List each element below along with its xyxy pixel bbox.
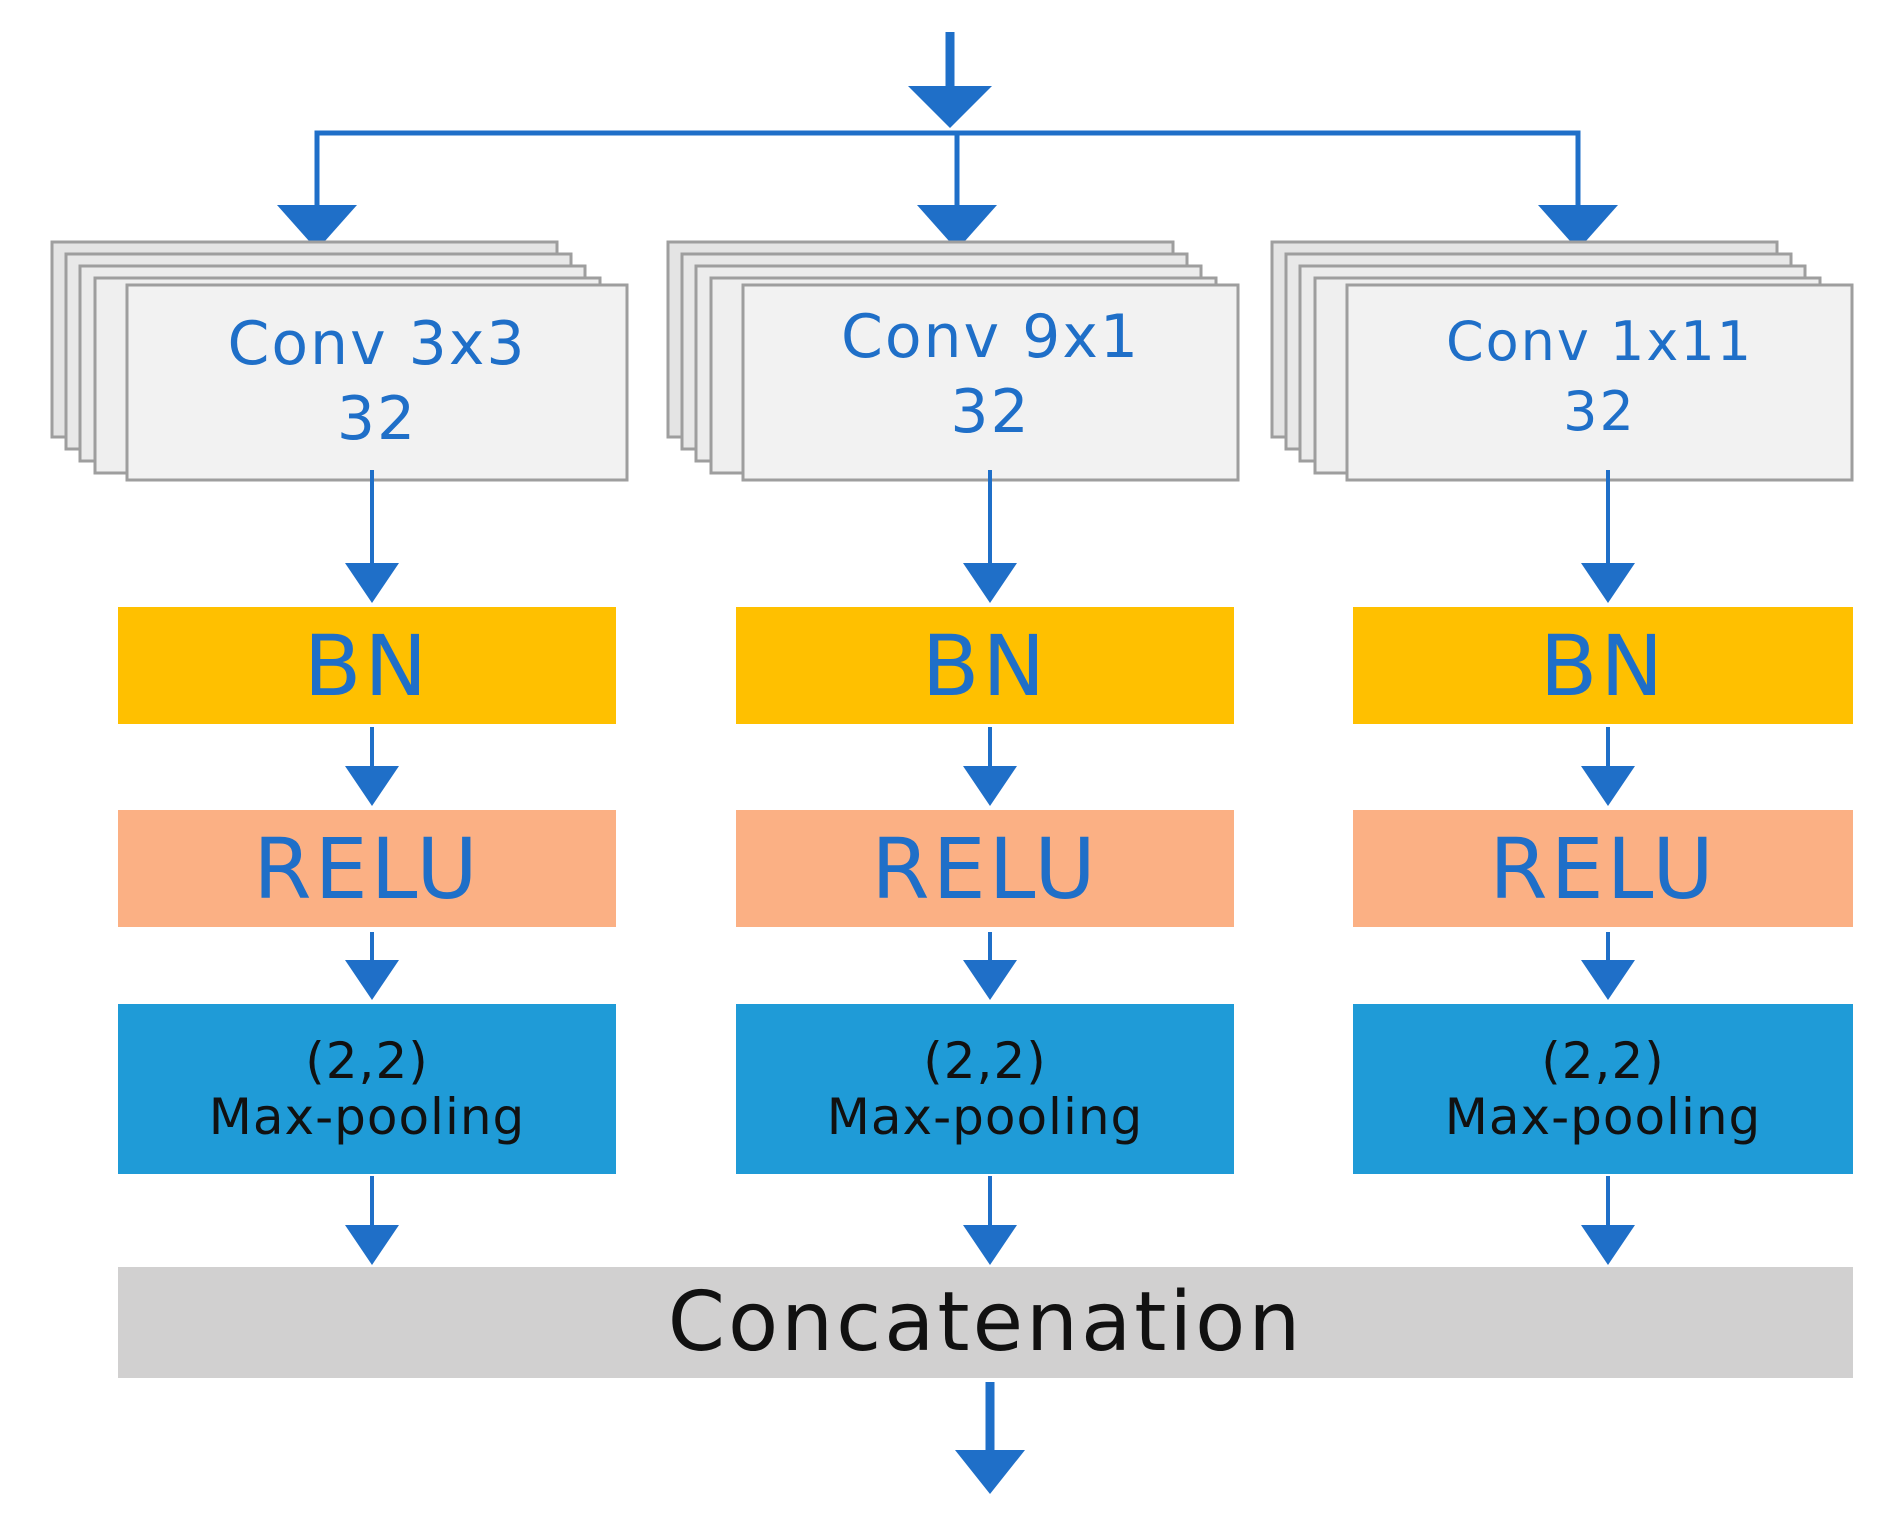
arrows-branch-3 <box>1581 470 1635 1265</box>
pool-type: Max-pooling <box>1444 1088 1762 1146</box>
conv-label-2: Conv 9x1 32 <box>743 290 1238 460</box>
bn-box-3 <box>1353 607 1853 724</box>
input-arrow <box>908 32 992 128</box>
conv-label-3: Conv 1x11 32 <box>1347 297 1852 457</box>
pool-box-1 <box>118 1004 616 1174</box>
bn-label-2: BN <box>921 616 1049 715</box>
branch-arrow-1 <box>277 205 357 250</box>
pool-type: Max-pooling <box>826 1088 1144 1146</box>
bn-box-2 <box>736 607 1234 724</box>
conv-stack-2 <box>666 240 1240 482</box>
relu-label-2: RELU <box>871 819 1099 918</box>
branch-arrow-3 <box>1538 205 1618 250</box>
conv-filters: 32 <box>950 377 1031 447</box>
relu-box-3 <box>1353 810 1853 927</box>
arrows-branch-1 <box>345 470 399 1265</box>
arrows-branch-2 <box>963 470 1017 1265</box>
conv-title: Conv 3x3 <box>227 309 527 379</box>
pool-box-3 <box>1353 1004 1853 1174</box>
conv-label-1: Conv 3x3 32 <box>127 297 627 467</box>
conv-stack-1 <box>50 240 629 482</box>
concat-label: Concatenation <box>667 1275 1304 1370</box>
bn-label-1: BN <box>303 616 431 715</box>
pool-size: (2,2) <box>1541 1032 1665 1090</box>
conv-title: Conv 9x1 <box>840 302 1141 372</box>
pool-box-2 <box>736 1004 1234 1174</box>
relu-label-1: RELU <box>253 819 481 918</box>
output-arrow <box>955 1382 1025 1494</box>
conv-filters: 32 <box>336 384 418 454</box>
bn-label-3: BN <box>1539 616 1667 715</box>
relu-box-1 <box>118 810 616 927</box>
pool-size: (2,2) <box>923 1032 1047 1090</box>
pool-label-2: (2,2) Max-pooling <box>736 1004 1234 1174</box>
conv-stack-3 <box>1270 240 1854 482</box>
relu-box-2 <box>736 810 1234 927</box>
pool-label-3: (2,2) Max-pooling <box>1353 1004 1853 1174</box>
pool-type: Max-pooling <box>208 1088 526 1146</box>
pool-size: (2,2) <box>305 1032 429 1090</box>
relu-label-3: RELU <box>1489 819 1717 918</box>
bn-box-1 <box>118 607 616 724</box>
concat-box <box>118 1267 1853 1378</box>
branch-arrow-2 <box>917 205 997 250</box>
pool-label-1: (2,2) Max-pooling <box>118 1004 616 1174</box>
conv-title: Conv 1x11 <box>1445 310 1754 373</box>
conv-filters: 32 <box>1563 380 1636 443</box>
